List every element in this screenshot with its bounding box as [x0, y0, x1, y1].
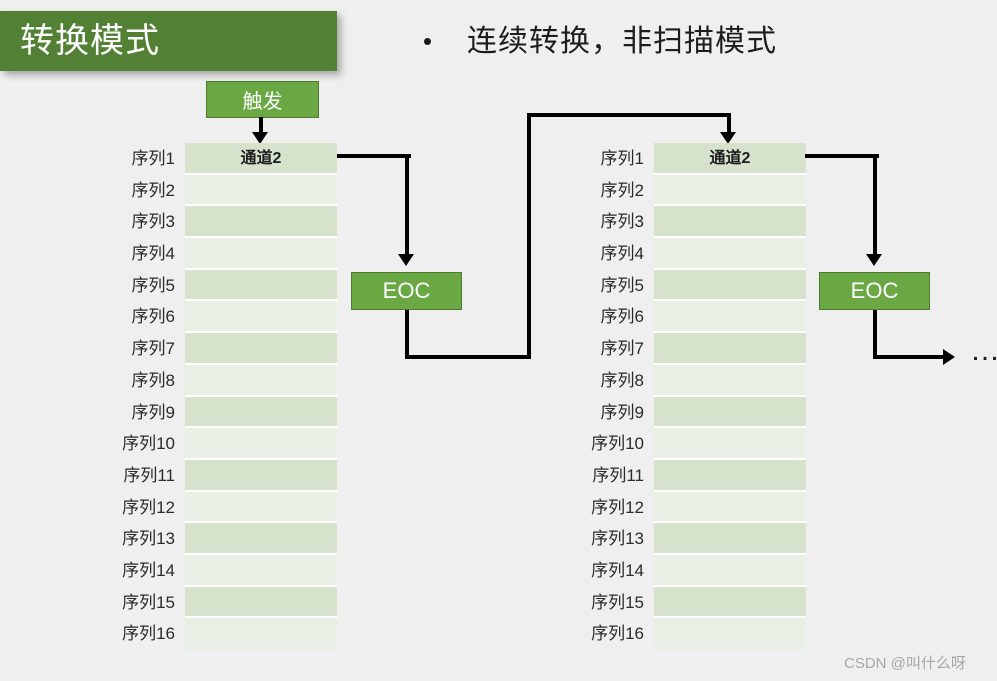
sequence-label: 序列13: [591, 529, 644, 549]
csdn-watermark: CSDN @叫什么呀: [844, 655, 966, 672]
sequence-label: 序列9: [600, 402, 644, 422]
sequence-label-column-2: 序列1 序列2 序列3 序列4 序列5 序列6 序列7 序列8 序列9 序列10 序列11 序列12 序…: [574, 143, 644, 650]
sequence-empty-cell: [185, 364, 337, 397]
trigger-label: 触发: [242, 91, 283, 113]
wire-trigger-to-table1: [259, 117, 263, 136]
sequence-empty-cell: [185, 238, 337, 270]
sequence-empty-cell: [185, 206, 337, 239]
wire-table2-to-eoc2: [873, 154, 877, 256]
sequence-empty-cell: [185, 618, 337, 650]
sequence-label: 序列1: [131, 149, 175, 168]
sequence-label: 序列1: [600, 149, 644, 168]
eoc-box-2: EOC: [819, 272, 930, 310]
sequence-empty-cell: [654, 491, 806, 524]
sequence-label: 序列6: [600, 307, 644, 327]
wire-eoc2-down: [873, 310, 877, 359]
arrow-down-icon-eoc2: [866, 254, 882, 266]
slide-title-bar: 转换模式: [0, 11, 337, 71]
sequence-label: 序列10: [591, 434, 644, 454]
sequence-label: 序列14: [591, 560, 644, 580]
sequence-label: 序列4: [131, 244, 175, 264]
sequence-empty-cell: [185, 333, 337, 365]
sequence-empty-cell: [654, 206, 806, 239]
sequence-label: 序列5: [600, 275, 644, 295]
sequence-label: 序列5: [131, 275, 175, 295]
sequence-label-column-1: 序列1 序列2 序列3 序列4 序列5 序列6 序列7 序列8 序列9 序列10 序列11 序列12 序…: [105, 143, 175, 650]
wire-table1-out: [337, 154, 411, 158]
sequence-label: 序列11: [592, 465, 644, 485]
sequence-empty-cell: [654, 618, 806, 650]
sequence-empty-cell: [654, 459, 806, 492]
sequence-empty-cell: [654, 333, 806, 365]
page-title: 转换模式: [20, 22, 160, 60]
sequence-empty-cell: [185, 523, 337, 555]
sequence-empty-cell: [185, 174, 337, 207]
sequence-empty-cell: [185, 491, 337, 524]
sequence-label: 序列3: [131, 212, 175, 232]
wire-eoc1-up: [527, 115, 531, 359]
sequence-empty-cell: [654, 428, 806, 460]
sequence-label: 序列8: [131, 370, 175, 390]
sequence-empty-cell: [654, 269, 806, 302]
sequence-label: 序列6: [131, 307, 175, 327]
eoc-box-1: EOC: [351, 272, 462, 310]
sequence-table-1: 通道2: [185, 143, 337, 650]
sequence-label: 序列10: [122, 434, 175, 454]
sequence-label: 序列7: [600, 339, 644, 359]
sequence-label: 序列15: [122, 592, 175, 612]
sequence-empty-cell: [654, 364, 806, 397]
sequence-empty-cell: [654, 523, 806, 555]
sequence-empty-cell: [185, 586, 337, 619]
sequence-label: 序列9: [131, 402, 175, 422]
sequence-empty-cell: [654, 238, 806, 270]
sequence-empty-cell: [185, 301, 337, 334]
sequence-label: 序列15: [591, 592, 644, 612]
eoc-label-2: EOC: [850, 278, 899, 303]
wire-eoc2-right: [873, 355, 945, 359]
sequence-label: 序列7: [131, 339, 175, 359]
sequence-label: 序列8: [600, 370, 644, 390]
sequence-label: 序列11: [123, 465, 175, 485]
wire-eoc1-right: [405, 355, 531, 359]
sequence-empty-cell: [185, 459, 337, 492]
sequence-empty-cell: [654, 301, 806, 334]
wire-into-table2: [727, 113, 731, 136]
arrow-down-icon-eoc1: [398, 254, 414, 266]
sequence-label: 序列12: [122, 497, 175, 517]
wire-table2-out: [805, 154, 879, 158]
sequence-label: 序列13: [122, 529, 175, 549]
sequence-empty-cell: [185, 428, 337, 460]
wire-eoc1-top-run: [527, 113, 731, 117]
wire-table1-to-eoc1: [405, 154, 409, 256]
sequence-label: 序列2: [600, 180, 644, 200]
sequence-empty-cell: [185, 396, 337, 429]
sequence-empty-cell: [654, 174, 806, 207]
bullet-line: 连续转换，非扫描模式: [424, 25, 777, 58]
sequence-empty-cell: [185, 554, 337, 587]
sequence-empty-cell: [654, 396, 806, 429]
trigger-box: 触发: [206, 81, 319, 118]
bullet-dot-icon: [424, 38, 431, 45]
sequence-channel-cell: 通道2: [185, 143, 337, 175]
sequence-label: 序列16: [122, 624, 175, 644]
arrow-down-icon-trigger: [252, 132, 268, 144]
sequence-empty-cell: [654, 586, 806, 619]
sequence-label: 序列12: [591, 497, 644, 517]
sequence-channel-cell: 通道2: [654, 143, 806, 175]
wire-eoc1-down: [405, 310, 409, 359]
sequence-label: 序列4: [600, 244, 644, 264]
sequence-label: 序列14: [122, 560, 175, 580]
arrow-right-icon-continue: [943, 349, 955, 365]
eoc-label-1: EOC: [382, 278, 431, 303]
sequence-empty-cell: [654, 554, 806, 587]
sequence-table-2: 通道2: [654, 143, 806, 650]
sequence-label: 序列16: [591, 624, 644, 644]
sequence-label: 序列2: [131, 180, 175, 200]
continuation-ellipsis: …: [970, 336, 997, 366]
bullet-text: 连续转换，非扫描模式: [467, 25, 777, 58]
sequence-label: 序列3: [600, 212, 644, 232]
arrow-down-icon-table2: [720, 132, 736, 144]
sequence-empty-cell: [185, 269, 337, 302]
